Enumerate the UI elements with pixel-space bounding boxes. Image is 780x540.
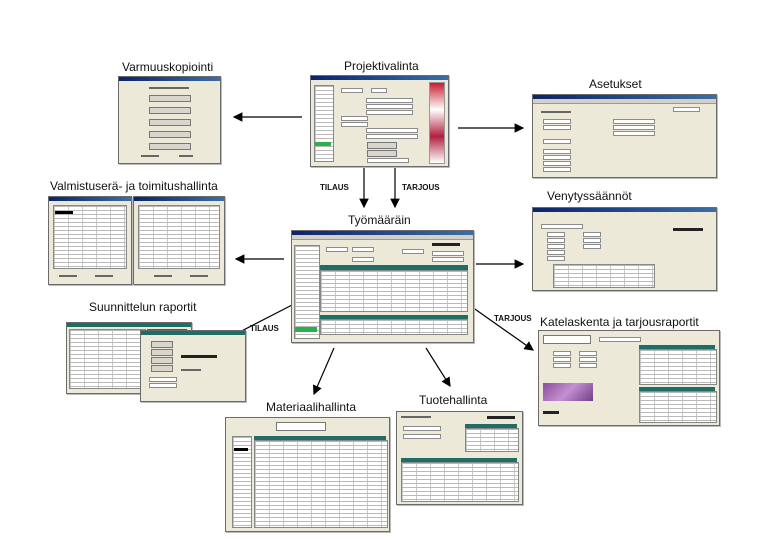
label-asetukset: Asetukset	[589, 77, 642, 91]
screen-suunnittelun-raportit-right	[140, 330, 246, 402]
arrow-to-tuotehallinta	[425, 347, 451, 388]
edge-label-tilaus-2: TILAUS	[250, 324, 279, 333]
screen-valmistuserat-left	[48, 196, 132, 285]
label-varmuuskopiointi: Varmuuskopiointi	[122, 60, 214, 74]
edge-label-tarjous-1: TARJOUS	[402, 183, 440, 192]
label-venytyssaannot: Venytyssäännöt	[547, 189, 632, 203]
screen-materiaalihallinta	[225, 417, 390, 532]
label-valmistuserat: Valmistuserä- ja toimitushallinta	[50, 179, 218, 193]
arrow-tarjous-to-katelaskenta	[471, 306, 534, 351]
edge-label-tilaus-1: TILAUS	[320, 183, 349, 192]
label-materiaalihallinta: Materiaalihallinta	[266, 400, 357, 414]
label-projektivalinta: Projektivalinta	[344, 59, 419, 73]
screen-katelaskenta	[538, 330, 720, 426]
arrow-to-materiaalihallinta	[312, 347, 335, 396]
screen-venytyssaannot	[532, 207, 717, 291]
label-suunnittelun-raportit: Suunnittelun raportit	[89, 300, 197, 314]
screen-tuotehallinta	[396, 411, 523, 505]
label-katelaskenta: Katelaskenta ja tarjousraportit	[540, 315, 699, 329]
screen-varmuuskopiointi	[118, 76, 221, 164]
edge-label-tarjous-2: TARJOUS	[494, 314, 532, 323]
label-tyomaarain: Työmääräin	[348, 213, 411, 227]
label-tuotehallinta: Tuotehallinta	[419, 393, 488, 407]
screen-valmistuserat-right	[133, 196, 225, 285]
screen-asetukset	[532, 94, 717, 178]
screen-projektivalinta	[310, 75, 449, 167]
screen-tyomaarain	[291, 230, 474, 343]
